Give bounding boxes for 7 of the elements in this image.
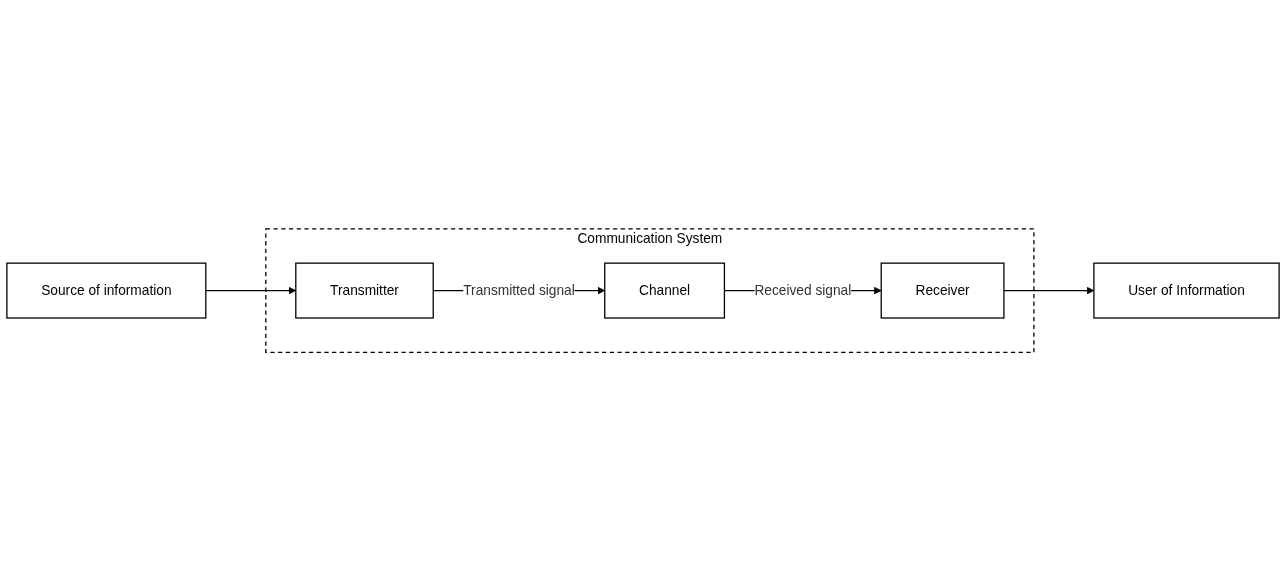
node-box: User of Information (1093, 262, 1280, 319)
node-box: Receiver (880, 262, 1005, 319)
edge-label: Transmitted signal (463, 282, 575, 298)
node-box: Source of information (6, 262, 207, 319)
node-box: Transmitter (295, 262, 434, 319)
edge-label: Received signal (754, 282, 852, 298)
node-box: Channel (604, 262, 726, 319)
